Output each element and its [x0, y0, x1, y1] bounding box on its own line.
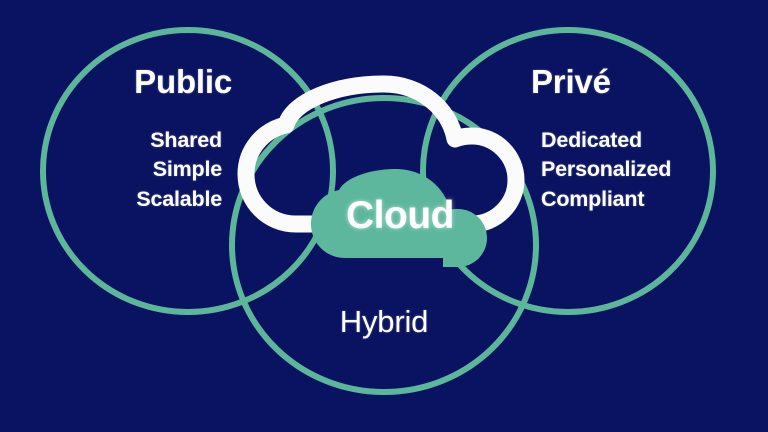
circle-title-hybrid: Hybrid	[339, 304, 429, 339]
venn-circles	[40, 27, 716, 395]
circle-hybrid[interactable]	[229, 95, 539, 395]
cloud-badge-shape[interactable]	[311, 169, 487, 267]
circle-prive[interactable]	[420, 27, 716, 315]
cloud-badge-label: Cloud	[346, 194, 454, 237]
circle-title-public: Public	[134, 63, 232, 100]
cloud-outline-icon	[237, 75, 525, 233]
circle-title-prive: Privé	[531, 63, 611, 100]
circle-bullets-prive: Dedicated Personalized Compliant	[541, 128, 672, 211]
circle-bullets-public: Shared Simple Scalable	[136, 128, 222, 211]
circle-public[interactable]	[40, 27, 336, 315]
